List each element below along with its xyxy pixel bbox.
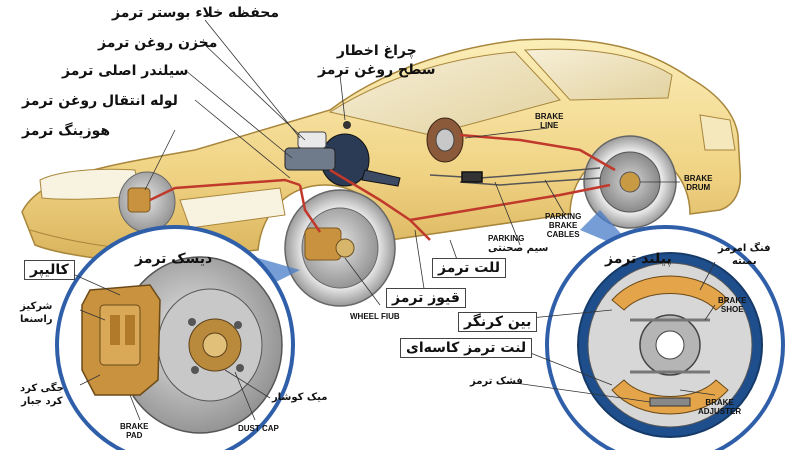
- label-spring-line1: فنگ امرمز: [718, 243, 771, 254]
- label-brake-hose: هوزینگ ترمز: [22, 123, 111, 139]
- label-drum-lining: لنت ترمز کاسه‌ای: [400, 338, 533, 358]
- label-stud: میک کوشار: [272, 392, 328, 403]
- label-spring: فنگ امرمز بمنته: [718, 242, 771, 268]
- parking-cables: [429, 167, 601, 186]
- label-brake-drum-2: DRUM: [686, 183, 711, 193]
- label-brake-adjuster-2: ADJUSTER: [698, 407, 742, 417]
- label-fluid-transfer-pipe: لوله انتقال روغن ترمز: [22, 93, 178, 109]
- parking-drum: [426, 117, 464, 163]
- label-pad-holder-line1: جگی کرد: [20, 383, 64, 394]
- label-parking-cable: سیم‌ صحنتی: [488, 243, 549, 254]
- label-warning-light-line2: سطح روغن ترمز: [318, 61, 436, 78]
- label-parking-brake-cables-2: BRAKE: [548, 221, 578, 231]
- label-brake-shoe-2: SHOE: [720, 305, 744, 315]
- label-pad-holder: جگی کرد کرد جبار: [20, 382, 64, 408]
- label-brake-shoe-1: BRAKE: [718, 296, 747, 305]
- label-brake-line: BRAKE LINE: [535, 112, 563, 130]
- label-adjuster-fa: فشک ترمز: [470, 376, 523, 387]
- label-brake-pad: BRAKE PAD: [120, 422, 148, 440]
- label-fluid-reservoir: مخزن روغن ترمز: [98, 35, 218, 51]
- label-parking-brake-cables: PARKING BRAKE CABLES: [545, 212, 581, 240]
- drum-brake-lens: [545, 225, 785, 450]
- label-bleed-screw: شرکیز راسنعا: [20, 300, 53, 326]
- label-spring-line2: بمنته: [731, 256, 757, 267]
- label-brake-pad-1: BRAKE: [120, 422, 149, 431]
- label-brake-drum: BRAKE DRUM: [684, 174, 712, 192]
- label-brake-line-1: BRAKE: [535, 112, 564, 121]
- label-brake-adjuster: BRAKE ADJUSTER: [698, 398, 741, 416]
- label-brake-line-2: LINE: [540, 121, 559, 131]
- label-warning-light-line1: چراغ اخطار: [336, 43, 417, 59]
- brake-lines: [149, 133, 616, 241]
- label-brake-pad-2: PAD: [126, 431, 143, 441]
- label-disc-brake: دیسک ترمز: [135, 251, 213, 267]
- label-bleed-screw-line1: شرکیز: [20, 301, 53, 312]
- label-brake-drum-1: BRAKE: [684, 174, 713, 183]
- label-parking: PARKING: [488, 234, 525, 243]
- car-body: [21, 38, 742, 263]
- label-caliper: کالیپر: [24, 260, 75, 280]
- label-drum-brake: پیلند ترمز: [605, 251, 672, 267]
- label-wheel-hub: WHEEL FIUB: [350, 312, 400, 321]
- label-warning-light: چراغ اخطار سطح روغن ترمز: [318, 42, 436, 80]
- label-brake-caliper-fa: قیوز ترمز: [386, 288, 466, 308]
- small-front-disc: [118, 171, 176, 233]
- label-brake-pedal: للت ترمز: [432, 258, 507, 278]
- rear-wheel-drum: [583, 135, 677, 229]
- label-dust-cap: DUST CAP: [238, 424, 279, 433]
- label-master-cylinder: سیلندر اصلی ترمز: [62, 63, 189, 79]
- front-wheel-disc: [284, 189, 396, 307]
- label-brake-shoe: BRAKE SHOE: [718, 296, 746, 314]
- label-bleed-screw-line2: راسنعا: [20, 314, 53, 325]
- label-booster-vacuum-guard: محفظه خلاء بوستر ترمز: [112, 5, 280, 21]
- label-parking-brake-cables-3: CABLES: [546, 230, 580, 240]
- label-brake-adjuster-1: BRAKE: [705, 398, 734, 407]
- label-parking-brake-cables-1: PARKING: [545, 212, 582, 221]
- label-pad-holder-line2: کرد جبار: [21, 396, 63, 407]
- label-shoe-lever: بین کرنگر: [458, 312, 538, 332]
- disc-brake-lens: [55, 225, 295, 450]
